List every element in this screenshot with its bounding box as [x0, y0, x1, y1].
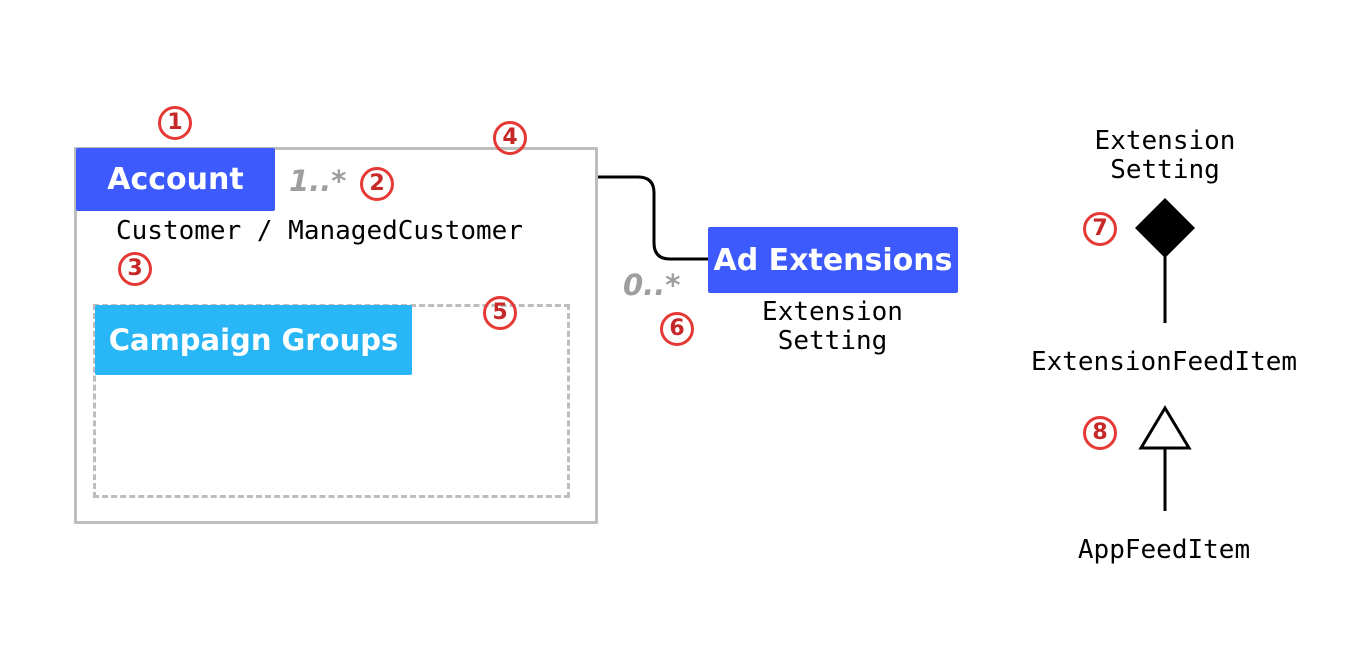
- ad-extensions-multiplicity: 0..*: [623, 268, 681, 302]
- composition-diamond-icon: [1135, 198, 1195, 258]
- ad-extensions-tag: Ad Extensions: [708, 227, 958, 293]
- badge-8: 8: [1083, 416, 1117, 450]
- badge-4: 4: [493, 121, 527, 155]
- campaign-groups-tag: Campaign Groups: [95, 305, 412, 375]
- account-container: [74, 147, 598, 524]
- account-multiplicity: 1..*: [289, 164, 347, 198]
- account-tag: Account: [76, 148, 275, 211]
- badge-2: 2: [360, 167, 394, 201]
- badge-5: 5: [483, 296, 517, 330]
- badge-7: 7: [1083, 212, 1117, 246]
- extension-setting-label: Extension Setting: [1075, 127, 1255, 185]
- app-feed-item-label: AppFeedItem: [1077, 535, 1251, 565]
- badge-1: 1: [158, 106, 192, 140]
- extension-setting-line1: Extension: [1094, 126, 1236, 156]
- account-to-adext-connector: [598, 175, 708, 261]
- extension-setting-line2: Setting: [1110, 155, 1220, 185]
- account-subtitle: Customer / ManagedCustomer: [116, 216, 523, 246]
- extension-feed-item-label: ExtensionFeedItem: [1030, 347, 1298, 377]
- ad-extensions-subtitle-line2: Setting: [777, 326, 888, 356]
- generalization-triangle-icon: [1138, 405, 1192, 450]
- ad-extensions-subtitle: Extension Setting: [735, 298, 930, 356]
- badge-3: 3: [118, 252, 152, 286]
- ad-extensions-subtitle-line1: Extension: [762, 297, 903, 327]
- badge-6: 6: [660, 312, 694, 346]
